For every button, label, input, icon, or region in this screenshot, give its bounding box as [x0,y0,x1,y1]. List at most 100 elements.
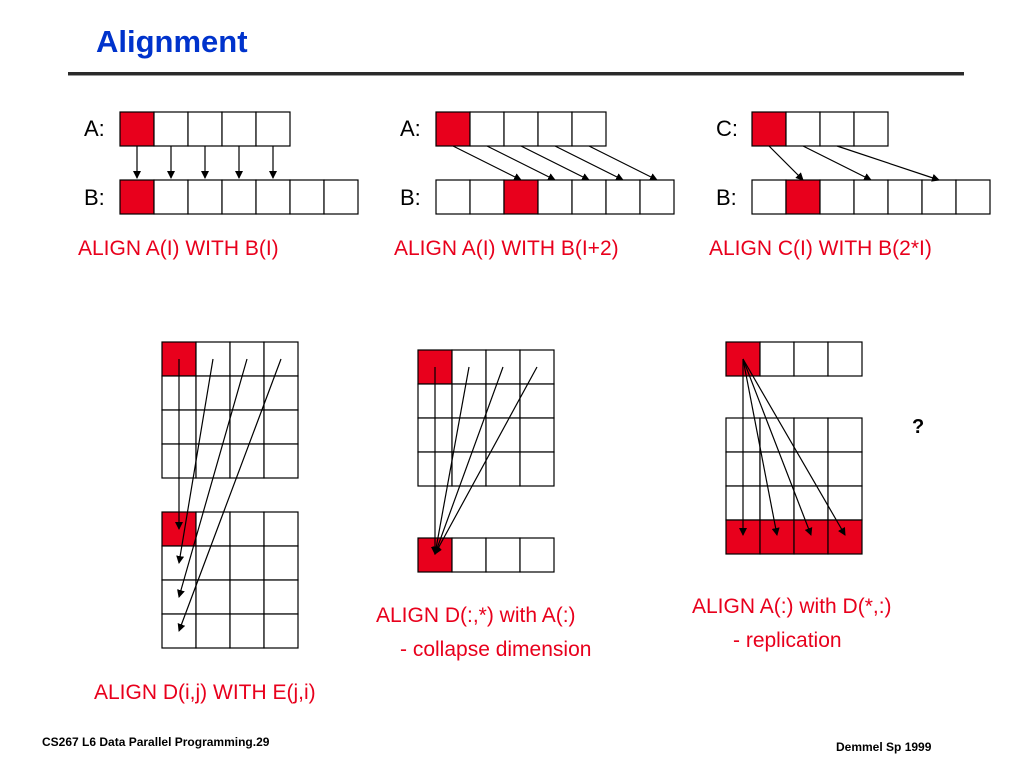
p1-b-label: B: [84,185,105,210]
p3-b-label: B: [716,185,737,210]
p3-array-c-cell-0-1 [785,111,821,147]
p4-matrix-e-cell-0-2 [229,511,265,547]
p3-array-b-cell-0-4 [887,179,923,215]
p6-array-a-cell-0-2 [793,341,829,377]
p6-matrix-d-cell-2-2 [793,485,829,521]
p3-array-b-cell-0-2 [819,179,855,215]
mapping-arrow-15 [177,358,248,598]
title-rule [68,72,964,76]
p6-matrix-d-cell-3-1 [759,519,795,555]
p2-array-a-cell-0-4 [571,111,607,147]
p4-matrix-d-cell-2-3 [263,409,299,445]
p6-matrix-d-cell-2-1 [759,485,795,521]
p3-array-c-cell-0-0 [751,111,787,147]
p3-array-b-cell-0-0 [751,179,787,215]
p6-array-a-cell-0-1 [759,341,795,377]
p2-array-b-cell-0-6 [639,179,675,215]
p2-array-b-cell-0-3 [537,179,573,215]
p4-matrix-e-cell-0-3 [263,511,299,547]
mapping-arrow-10 [768,145,804,181]
p4-matrix-d-cell-1-2 [229,375,265,411]
mapping-arrow-22 [742,358,780,536]
p6-matrix-d-cell-3-3 [827,519,863,555]
mapping-arrow-6 [486,145,556,181]
p4-matrix-e-cell-3-3 [263,613,299,649]
p4-matrix-d-cell-1-1 [195,375,231,411]
p5-array-a-cell-0-3 [519,537,555,573]
p4-matrix-d-cell-3-1 [195,443,231,479]
p5-matrix-d-cell-2-3 [519,417,555,453]
p3-array-b-cell-0-5 [921,179,957,215]
p5-matrix-d-cell-3-2 [485,451,521,487]
p3-array-b-cell-0-1 [785,179,821,215]
mapping-arrow-5 [452,145,522,181]
mapping-arrow-8 [554,145,624,181]
question-mark: ? [912,416,925,438]
mapping-arrow-23 [742,358,813,536]
p4-caption: ALIGN D(i,j) WITH E(j,i) [94,681,316,704]
mapping-arrow-9 [588,145,658,181]
p1-caption: ALIGN A(I) WITH B(I) [78,237,279,260]
p1-array-b-cell-0-6 [323,179,359,215]
mapping-arrow-19 [433,366,504,555]
p2-a-label: A: [400,116,421,141]
p1-array-b-cell-0-1 [153,179,189,215]
p3-array-c-cell-0-3 [853,111,889,147]
mapping-arrow-24 [742,358,846,536]
mapping-arrow-20 [434,366,538,555]
p1-a-label: A: [84,116,105,141]
p2-array-a-cell-0-1 [469,111,505,147]
p5-matrix-d-cell-3-1 [451,451,487,487]
p6-matrix-d-cell-0-2 [793,417,829,453]
slide-title: Alignment [96,24,248,59]
p3-array-c-cell-0-2 [819,111,855,147]
p5-matrix-d-cell-1-1 [451,383,487,419]
p1-array-a-cell-0-2 [187,111,223,147]
footer-author: Demmel Sp 1999 [836,740,932,754]
p6-matrix-d-cell-0-3 [827,417,863,453]
p2-array-b-cell-0-2 [503,179,539,215]
p4-matrix-e-cell-1-3 [263,545,299,581]
p2-array-a-cell-0-0 [435,111,471,147]
p3-caption: ALIGN C(I) WITH B(2*I) [709,237,932,260]
p6-matrix-d-cell-1-1 [759,451,795,487]
p1-array-b-cell-0-4 [255,179,291,215]
p4-matrix-e-cell-2-3 [263,579,299,615]
p2-b-label: B: [400,185,421,210]
mapping-arrow-16 [177,358,282,632]
p1-array-b-cell-0-0 [119,179,155,215]
p6-matrix-d-cell-1-3 [827,451,863,487]
p2-array-b-cell-0-5 [605,179,641,215]
p1-array-b-cell-0-3 [221,179,257,215]
p3-array-b-cell-0-3 [853,179,889,215]
p5-array-a-cell-0-1 [451,537,487,573]
p5-matrix-d-cell-3-3 [519,451,555,487]
mapping-arrow-14 [176,358,214,564]
p6-caption-line2: - replication [733,629,842,652]
p5-caption-line2: - collapse dimension [400,638,592,661]
p6-matrix-d-cell-1-2 [793,451,829,487]
p5-matrix-d-cell-2-2 [485,417,521,453]
p4-matrix-e-cell-2-1 [195,579,231,615]
p2-array-a-cell-0-2 [503,111,539,147]
p2-array-b-cell-0-4 [571,179,607,215]
footer-course: CS267 L6 Data Parallel Programming.29 [42,735,270,749]
p4-matrix-e-cell-1-1 [195,545,231,581]
p4-matrix-e-cell-1-2 [229,545,265,581]
p4-matrix-d-cell-2-2 [229,409,265,445]
p4-matrix-d-cell-1-3 [263,375,299,411]
p5-matrix-d-cell-1-3 [519,383,555,419]
mapping-arrow-12 [836,145,940,182]
mapping-arrow-7 [520,145,590,181]
p6-matrix-d-cell-3-2 [793,519,829,555]
p2-caption: ALIGN A(I) WITH B(I+2) [394,237,619,260]
p4-matrix-e-cell-3-2 [229,613,265,649]
p2-array-b-cell-0-0 [435,179,471,215]
p4-matrix-e-cell-3-1 [195,613,231,649]
p1-array-b-cell-0-5 [289,179,325,215]
p1-array-a-cell-0-3 [221,111,257,147]
p5-caption-line1: ALIGN D(:,*) with A(:) [376,604,576,627]
p1-array-a-cell-0-0 [119,111,155,147]
p4-matrix-d-cell-3-3 [263,443,299,479]
p4-matrix-e-cell-2-2 [229,579,265,615]
